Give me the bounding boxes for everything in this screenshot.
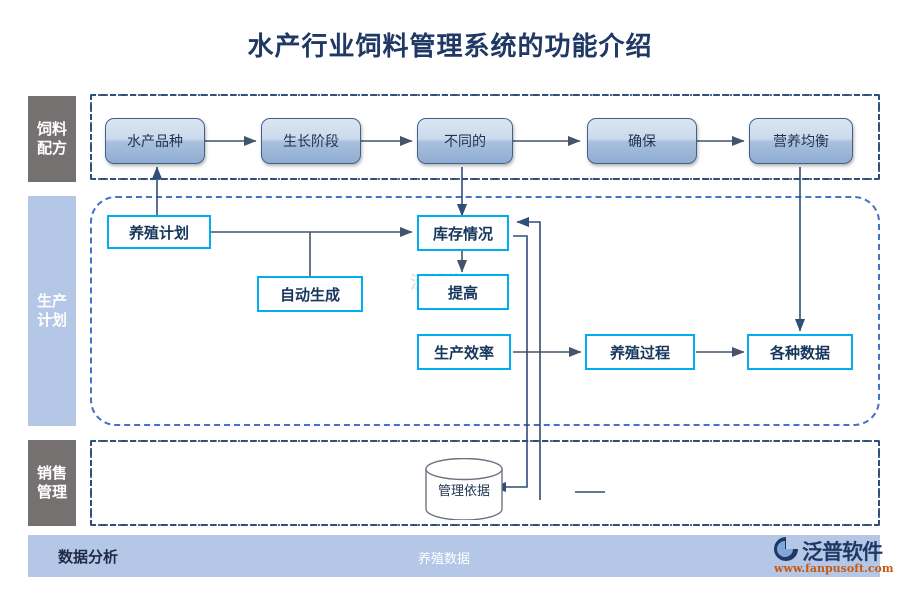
- node-breeding-process[interactable]: 养殖过程: [585, 334, 695, 370]
- stage-label-feed-formula[interactable]: 饲料 配方: [28, 96, 76, 182]
- brand-url: www.fanpusoft.com: [774, 562, 894, 575]
- node-production-efficiency[interactable]: 生产效率: [417, 334, 511, 370]
- group-production-plan: [90, 196, 880, 426]
- node-improve[interactable]: 提高: [417, 274, 509, 310]
- footer-center-label: 养殖数据: [418, 552, 471, 567]
- stage-label-sales-management[interactable]: 销售 管理: [28, 440, 76, 526]
- brand-logo[interactable]: 泛普软件 www.fanpusoft.com: [772, 534, 898, 584]
- node-aquatic-species[interactable]: 水产品种: [105, 118, 205, 164]
- node-management-basis[interactable]: 管理依据: [424, 457, 504, 521]
- node-different[interactable]: 不同的: [417, 118, 513, 164]
- node-management-basis-label: 管理依据: [437, 483, 490, 499]
- brand-name: 泛普软件: [802, 540, 883, 564]
- footer-bar: 数据分析 养殖数据: [28, 535, 880, 577]
- stage-label-line2: 管理: [36, 483, 67, 501]
- node-ensure[interactable]: 确保: [587, 118, 697, 164]
- stage-label-line2: 计划: [36, 311, 67, 329]
- page-title: 水产行业饲料管理系统的功能介绍: [247, 32, 653, 62]
- stage-label-line2: 配方: [36, 139, 67, 157]
- stage-label-production-plan[interactable]: 生产 计划: [28, 196, 76, 426]
- node-auto-generate[interactable]: 自动生成: [257, 276, 363, 312]
- node-various-data[interactable]: 各种数据: [747, 334, 853, 370]
- footer-left-label: 数据分析: [58, 548, 119, 566]
- node-inventory-status[interactable]: 库存情况: [417, 215, 509, 251]
- fanpu-logo-icon: [774, 537, 798, 561]
- group-feed-formula: [90, 94, 880, 180]
- node-breeding-plan[interactable]: 养殖计划: [107, 215, 211, 249]
- database-cylinder-icon: [425, 457, 503, 521]
- group-sales-management: [90, 440, 880, 526]
- stage-label-line1: 销售: [36, 464, 67, 483]
- stage-label-line1: 饲料: [36, 120, 67, 139]
- stage-label-line1: 生产: [36, 292, 67, 311]
- node-growth-stage[interactable]: 生长阶段: [261, 118, 361, 164]
- node-nutrition-balance[interactable]: 营养均衡: [749, 118, 853, 164]
